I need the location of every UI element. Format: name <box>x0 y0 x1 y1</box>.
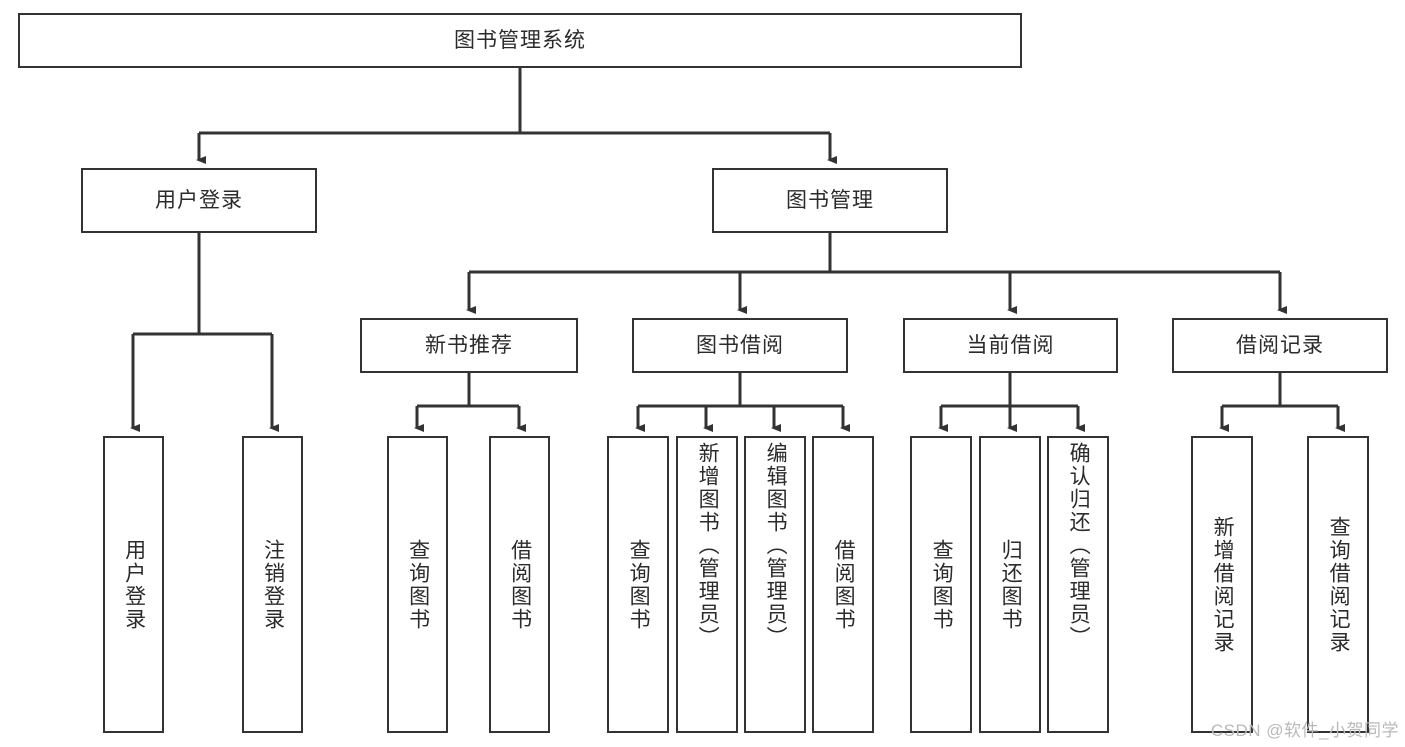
node-borrow-record-label: 借阅记录 <box>1236 333 1324 357</box>
leaf-borrow-edit-book-admin[interactable]: 编辑图书（管理员） <box>744 436 806 733</box>
node-book-borrow[interactable]: 图书借阅 <box>632 318 848 373</box>
leaf-label: 新增借阅记录 <box>1211 515 1235 654</box>
leaf-recommend-borrow-book[interactable]: 借阅图书 <box>489 436 550 733</box>
csdn-watermark: CSDN @软件_小贺同学 <box>1210 721 1399 740</box>
leaf-user-login-logout[interactable]: 注销登录 <box>242 436 303 733</box>
node-root-label: 图书管理系统 <box>454 28 586 52</box>
leaf-current-query-book[interactable]: 查询图书 <box>910 436 972 733</box>
node-user-login-label: 用户登录 <box>155 188 243 212</box>
leaf-label: 借阅图书 <box>508 538 532 631</box>
leaf-label: 查询图书 <box>930 538 954 631</box>
leaf-label: 新增图书（管理员） <box>696 442 720 649</box>
leaf-borrow-borrow-book[interactable]: 借阅图书 <box>812 436 874 733</box>
node-root-book-management-system[interactable]: 图书管理系统 <box>18 13 1022 68</box>
node-borrow-record[interactable]: 借阅记录 <box>1172 318 1388 373</box>
leaf-label: 归还图书 <box>999 538 1023 631</box>
leaf-label: 用户登录 <box>122 538 146 631</box>
leaf-record-query-record[interactable]: 查询借阅记录 <box>1307 436 1369 733</box>
leaf-borrow-query-book[interactable]: 查询图书 <box>607 436 669 733</box>
leaf-user-login-login[interactable]: 用户登录 <box>103 436 164 733</box>
node-current-borrow-label: 当前借阅 <box>966 333 1055 357</box>
leaf-label: 确认归还（管理员） <box>1067 442 1091 649</box>
node-book-management[interactable]: 图书管理 <box>712 168 948 233</box>
node-current-borrow[interactable]: 当前借阅 <box>903 318 1118 373</box>
leaf-label: 编辑图书（管理员） <box>764 442 788 649</box>
leaf-borrow-add-book-admin[interactable]: 新增图书（管理员） <box>676 436 738 733</box>
node-book-management-label: 图书管理 <box>786 188 874 212</box>
leaf-label: 借阅图书 <box>832 538 856 631</box>
leaf-current-confirm-return-admin[interactable]: 确认归还（管理员） <box>1047 436 1109 733</box>
leaf-record-add-record[interactable]: 新增借阅记录 <box>1191 436 1253 733</box>
leaf-label: 注销登录 <box>261 538 285 631</box>
node-book-borrow-label: 图书借阅 <box>696 333 784 357</box>
node-new-book-recommend[interactable]: 新书推荐 <box>360 318 578 373</box>
node-user-login[interactable]: 用户登录 <box>81 168 317 233</box>
leaf-label: 查询图书 <box>627 538 651 631</box>
leaf-label: 查询借阅记录 <box>1327 515 1351 654</box>
leaf-current-return-book[interactable]: 归还图书 <box>979 436 1041 733</box>
leaf-label: 查询图书 <box>406 538 430 631</box>
leaf-recommend-query-book[interactable]: 查询图书 <box>387 436 448 733</box>
node-new-book-recommend-label: 新书推荐 <box>425 333 513 357</box>
